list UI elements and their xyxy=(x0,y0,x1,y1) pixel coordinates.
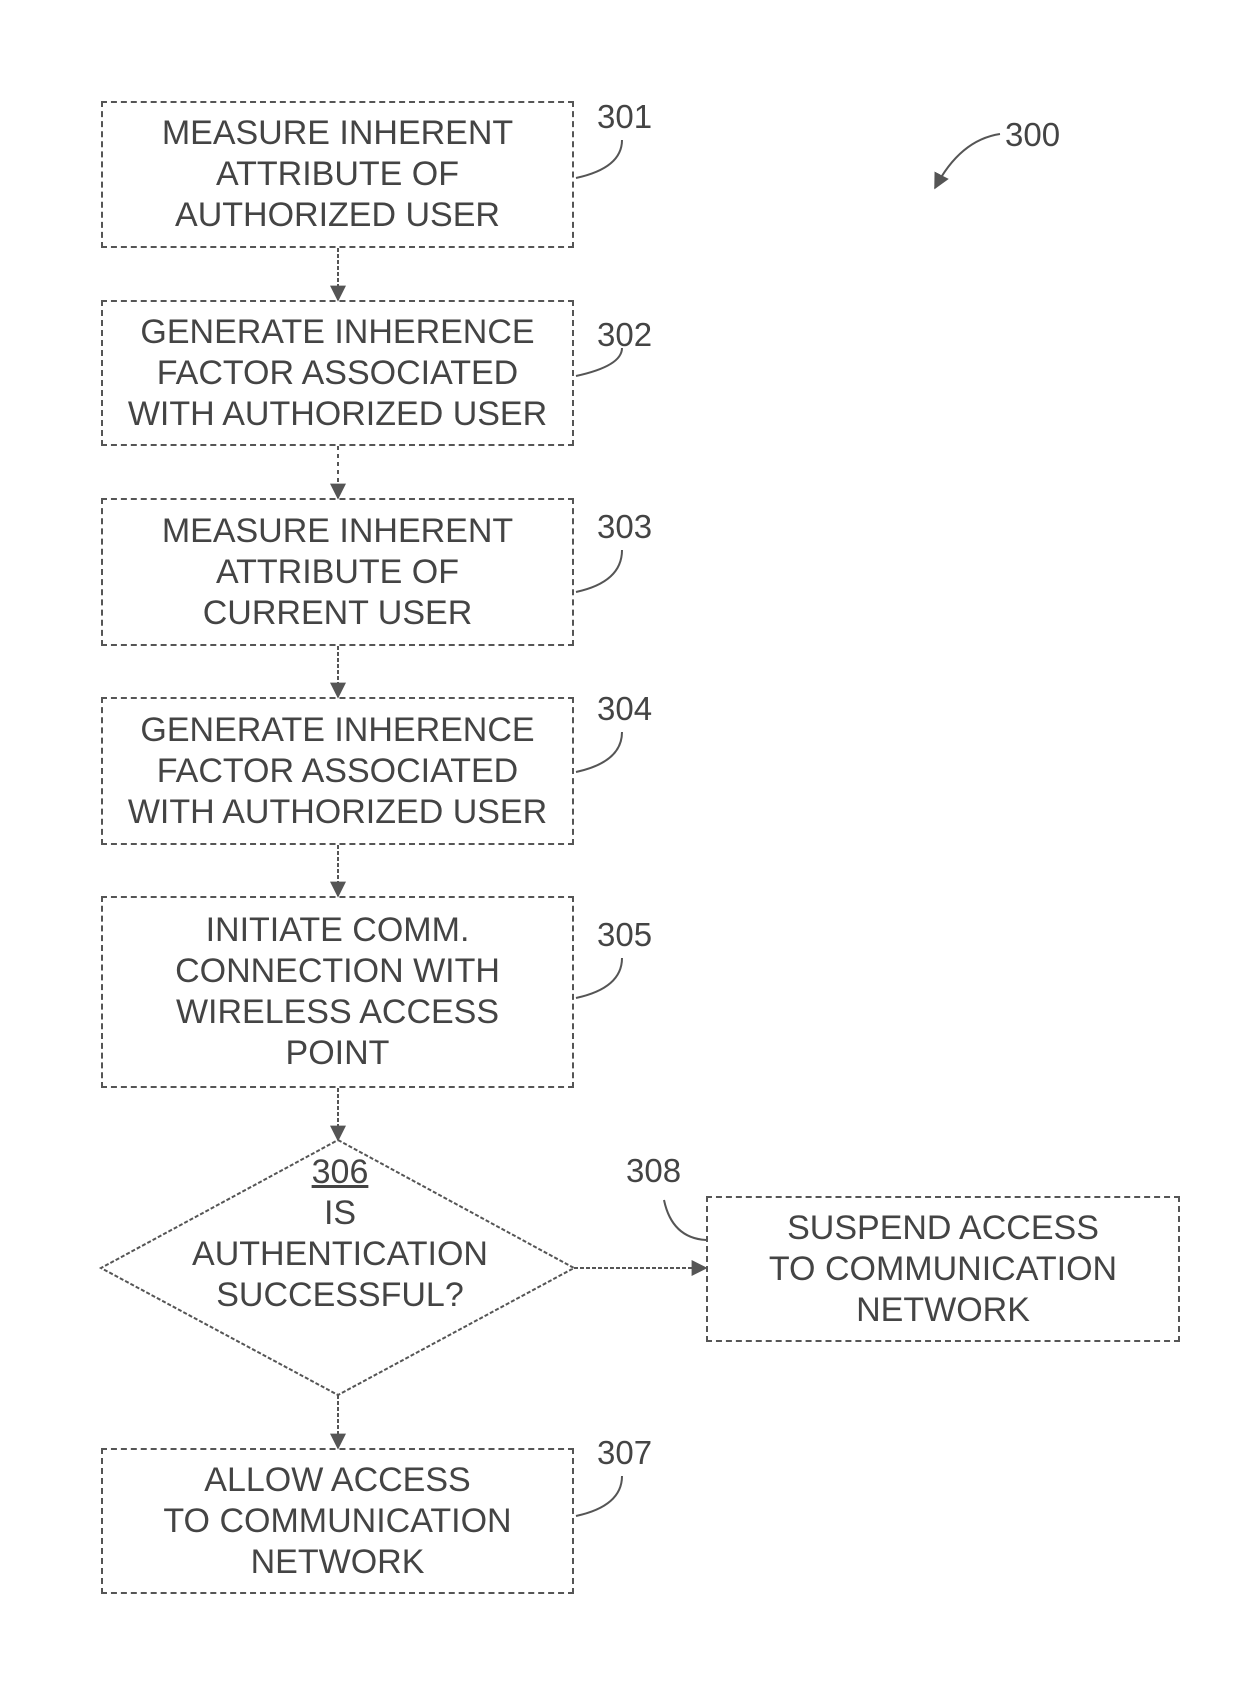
step-ref-307: 307 xyxy=(597,1434,652,1472)
step-ref-301: 301 xyxy=(597,98,652,136)
leader-303 xyxy=(576,550,622,592)
step-305-line: INITIATE COMM. xyxy=(206,910,470,951)
step-305-line: POINT xyxy=(286,1033,390,1074)
step-ref-303: 303 xyxy=(597,508,652,546)
step-ref-305: 305 xyxy=(597,916,652,954)
decision-line: AUTHENTICATION xyxy=(160,1234,520,1275)
step-ref-308: 308 xyxy=(626,1152,681,1190)
leader-308 xyxy=(664,1200,706,1240)
step-ref-304: 304 xyxy=(597,690,652,728)
decision-ref-306: 306 xyxy=(160,1152,520,1193)
step-box-307: ALLOW ACCESS TO COMMUNICATION NETWORK xyxy=(101,1448,574,1594)
step-302-line: GENERATE INHERENCE xyxy=(140,312,534,353)
step-302-line: WITH AUTHORIZED USER xyxy=(128,394,547,435)
step-301-line: ATTRIBUTE OF xyxy=(216,154,459,195)
leader-301 xyxy=(576,140,622,178)
step-box-303: MEASURE INHERENT ATTRIBUTE OF CURRENT US… xyxy=(101,498,574,646)
step-307-line: ALLOW ACCESS xyxy=(204,1460,470,1501)
leader-304 xyxy=(576,732,622,772)
step-305-line: WIRELESS ACCESS xyxy=(176,992,499,1033)
step-304-line: WITH AUTHORIZED USER xyxy=(128,792,547,833)
step-box-302: GENERATE INHERENCE FACTOR ASSOCIATED WIT… xyxy=(101,300,574,446)
figure-pointer-arrow xyxy=(935,134,1000,188)
step-box-304: GENERATE INHERENCE FACTOR ASSOCIATED WIT… xyxy=(101,697,574,845)
step-301-line: MEASURE INHERENT xyxy=(162,113,513,154)
decision-line: IS xyxy=(160,1193,520,1234)
decision-line: SUCCESSFUL? xyxy=(160,1275,520,1316)
step-308-line: TO COMMUNICATION xyxy=(769,1249,1117,1290)
leader-305 xyxy=(576,958,622,998)
step-308-line: SUSPEND ACCESS xyxy=(787,1208,1099,1249)
step-303-line: MEASURE INHERENT xyxy=(162,511,513,552)
decision-306-text: 306 IS AUTHENTICATION SUCCESSFUL? xyxy=(160,1152,520,1316)
step-301-line: AUTHORIZED USER xyxy=(175,195,500,236)
step-ref-302: 302 xyxy=(597,316,652,354)
step-box-301: MEASURE INHERENT ATTRIBUTE OF AUTHORIZED… xyxy=(101,101,574,248)
step-305-line: CONNECTION WITH xyxy=(175,951,500,992)
step-304-line: GENERATE INHERENCE xyxy=(140,710,534,751)
step-307-line: NETWORK xyxy=(251,1542,425,1583)
step-box-305: INITIATE COMM. CONNECTION WITH WIRELESS … xyxy=(101,896,574,1088)
step-307-line: TO COMMUNICATION xyxy=(163,1501,511,1542)
step-303-line: CURRENT USER xyxy=(203,593,473,634)
leader-307 xyxy=(576,1476,622,1516)
figure-ref-label: 300 xyxy=(1005,116,1060,154)
step-308-line: NETWORK xyxy=(856,1290,1030,1331)
step-box-308: SUSPEND ACCESS TO COMMUNICATION NETWORK xyxy=(706,1196,1180,1342)
step-303-line: ATTRIBUTE OF xyxy=(216,552,459,593)
step-304-line: FACTOR ASSOCIATED xyxy=(157,751,518,792)
step-302-line: FACTOR ASSOCIATED xyxy=(157,353,518,394)
